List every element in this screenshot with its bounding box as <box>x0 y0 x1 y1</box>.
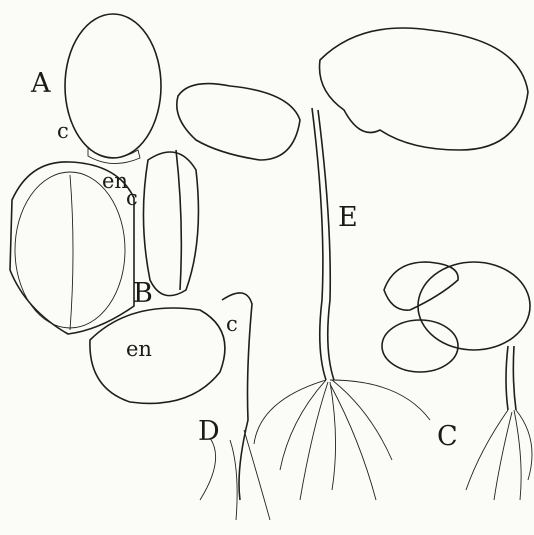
label-d: D <box>198 418 220 445</box>
label-b-c: c <box>126 188 138 209</box>
seed-a-figure <box>65 14 161 164</box>
label-a-c: c <box>57 121 69 142</box>
label-d-en: en <box>126 339 152 360</box>
label-b: B <box>133 280 153 307</box>
label-a: A <box>31 70 51 97</box>
label-b-en: en <box>102 171 128 192</box>
label-e: E <box>338 204 358 231</box>
seedling-e-figure <box>177 28 528 500</box>
seedling-c-figure <box>382 262 532 500</box>
label-d-c: c <box>226 314 238 335</box>
seed-d-figure <box>90 293 270 520</box>
label-c: C <box>437 423 458 450</box>
